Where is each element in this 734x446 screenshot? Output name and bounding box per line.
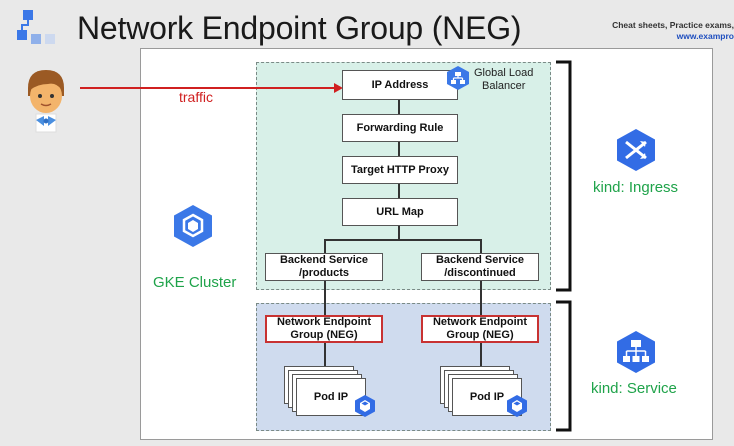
kind-ingress-label: kind: Ingress: [593, 179, 679, 196]
connector-line: [398, 100, 400, 114]
neg-right-line-1: Network Endpoint: [432, 316, 528, 328]
kind-service-label: kind: Service: [591, 380, 677, 397]
global-lb-label: Global Load Balancer: [474, 67, 533, 93]
pod-ip-right-label: Pod IP: [469, 390, 505, 403]
connector-line: [480, 281, 482, 315]
target-proxy-label: Target HTTP Proxy: [350, 163, 449, 176]
url-map-box: URL Map: [342, 198, 458, 226]
service-icon: [613, 329, 659, 375]
global-lb-line-1: Global Load: [474, 67, 534, 79]
backend-service-discontinued: Backend Service /discontinued: [421, 253, 539, 281]
user-avatar-icon: [22, 66, 70, 136]
ip-address-box: IP Address: [342, 70, 458, 100]
backend-discontinued-line-1: Backend Service: [435, 254, 525, 266]
pod-ip-left-label: Pod IP: [313, 390, 349, 403]
gke-cluster-label: GKE Cluster: [153, 274, 237, 291]
forwarding-rule-box: Forwarding Rule: [342, 114, 458, 142]
corner-line-2: www.exampro: [676, 31, 734, 41]
connector-line: [398, 142, 400, 156]
connector-line: [324, 239, 326, 253]
ingress-bracket: [555, 60, 573, 292]
ingress-zone: [256, 62, 551, 290]
neg-box-right: Network Endpoint Group (NEG): [421, 315, 539, 343]
connector-line: [324, 343, 326, 367]
neg-right-line-2: Group (NEG): [446, 329, 514, 341]
connector-line: [398, 184, 400, 198]
service-bracket: [555, 300, 573, 432]
backend-discontinued-line-2: /discontinued: [444, 267, 516, 279]
connector-line: [324, 239, 482, 241]
neg-left-line-1: Network Endpoint: [276, 316, 372, 328]
load-balancer-icon: [445, 65, 471, 91]
page-title: Network Endpoint Group (NEG): [77, 10, 522, 46]
traffic-arrow: [80, 80, 343, 93]
kubernetes-pod-icon: [505, 394, 529, 418]
backend-products-line-2: /products: [298, 267, 350, 279]
backend-service-products: Backend Service /products: [265, 253, 383, 281]
url-map-label: URL Map: [376, 205, 424, 218]
corner-note: Cheat sheets, Practice exams, www.exampr…: [612, 20, 734, 42]
ip-address-label: IP Address: [371, 78, 429, 91]
traffic-label: traffic: [179, 89, 213, 105]
global-lb-line-2: Balancer: [482, 80, 526, 92]
corner-line-1: Cheat sheets, Practice exams,: [612, 20, 734, 30]
backend-products-line-1: Backend Service: [279, 254, 369, 266]
connector-line: [324, 281, 326, 315]
connector-line: [398, 226, 400, 240]
neg-left-line-2: Group (NEG): [290, 329, 358, 341]
ingress-icon: [613, 127, 659, 173]
connector-line: [480, 239, 482, 253]
connector-line: [480, 343, 482, 367]
target-proxy-box: Target HTTP Proxy: [342, 156, 458, 184]
gke-icon: [170, 203, 216, 249]
neg-box-left: Network Endpoint Group (NEG): [265, 315, 383, 343]
forwarding-rule-label: Forwarding Rule: [356, 121, 444, 134]
logo-icon: [15, 8, 59, 46]
kubernetes-pod-icon: [353, 394, 377, 418]
